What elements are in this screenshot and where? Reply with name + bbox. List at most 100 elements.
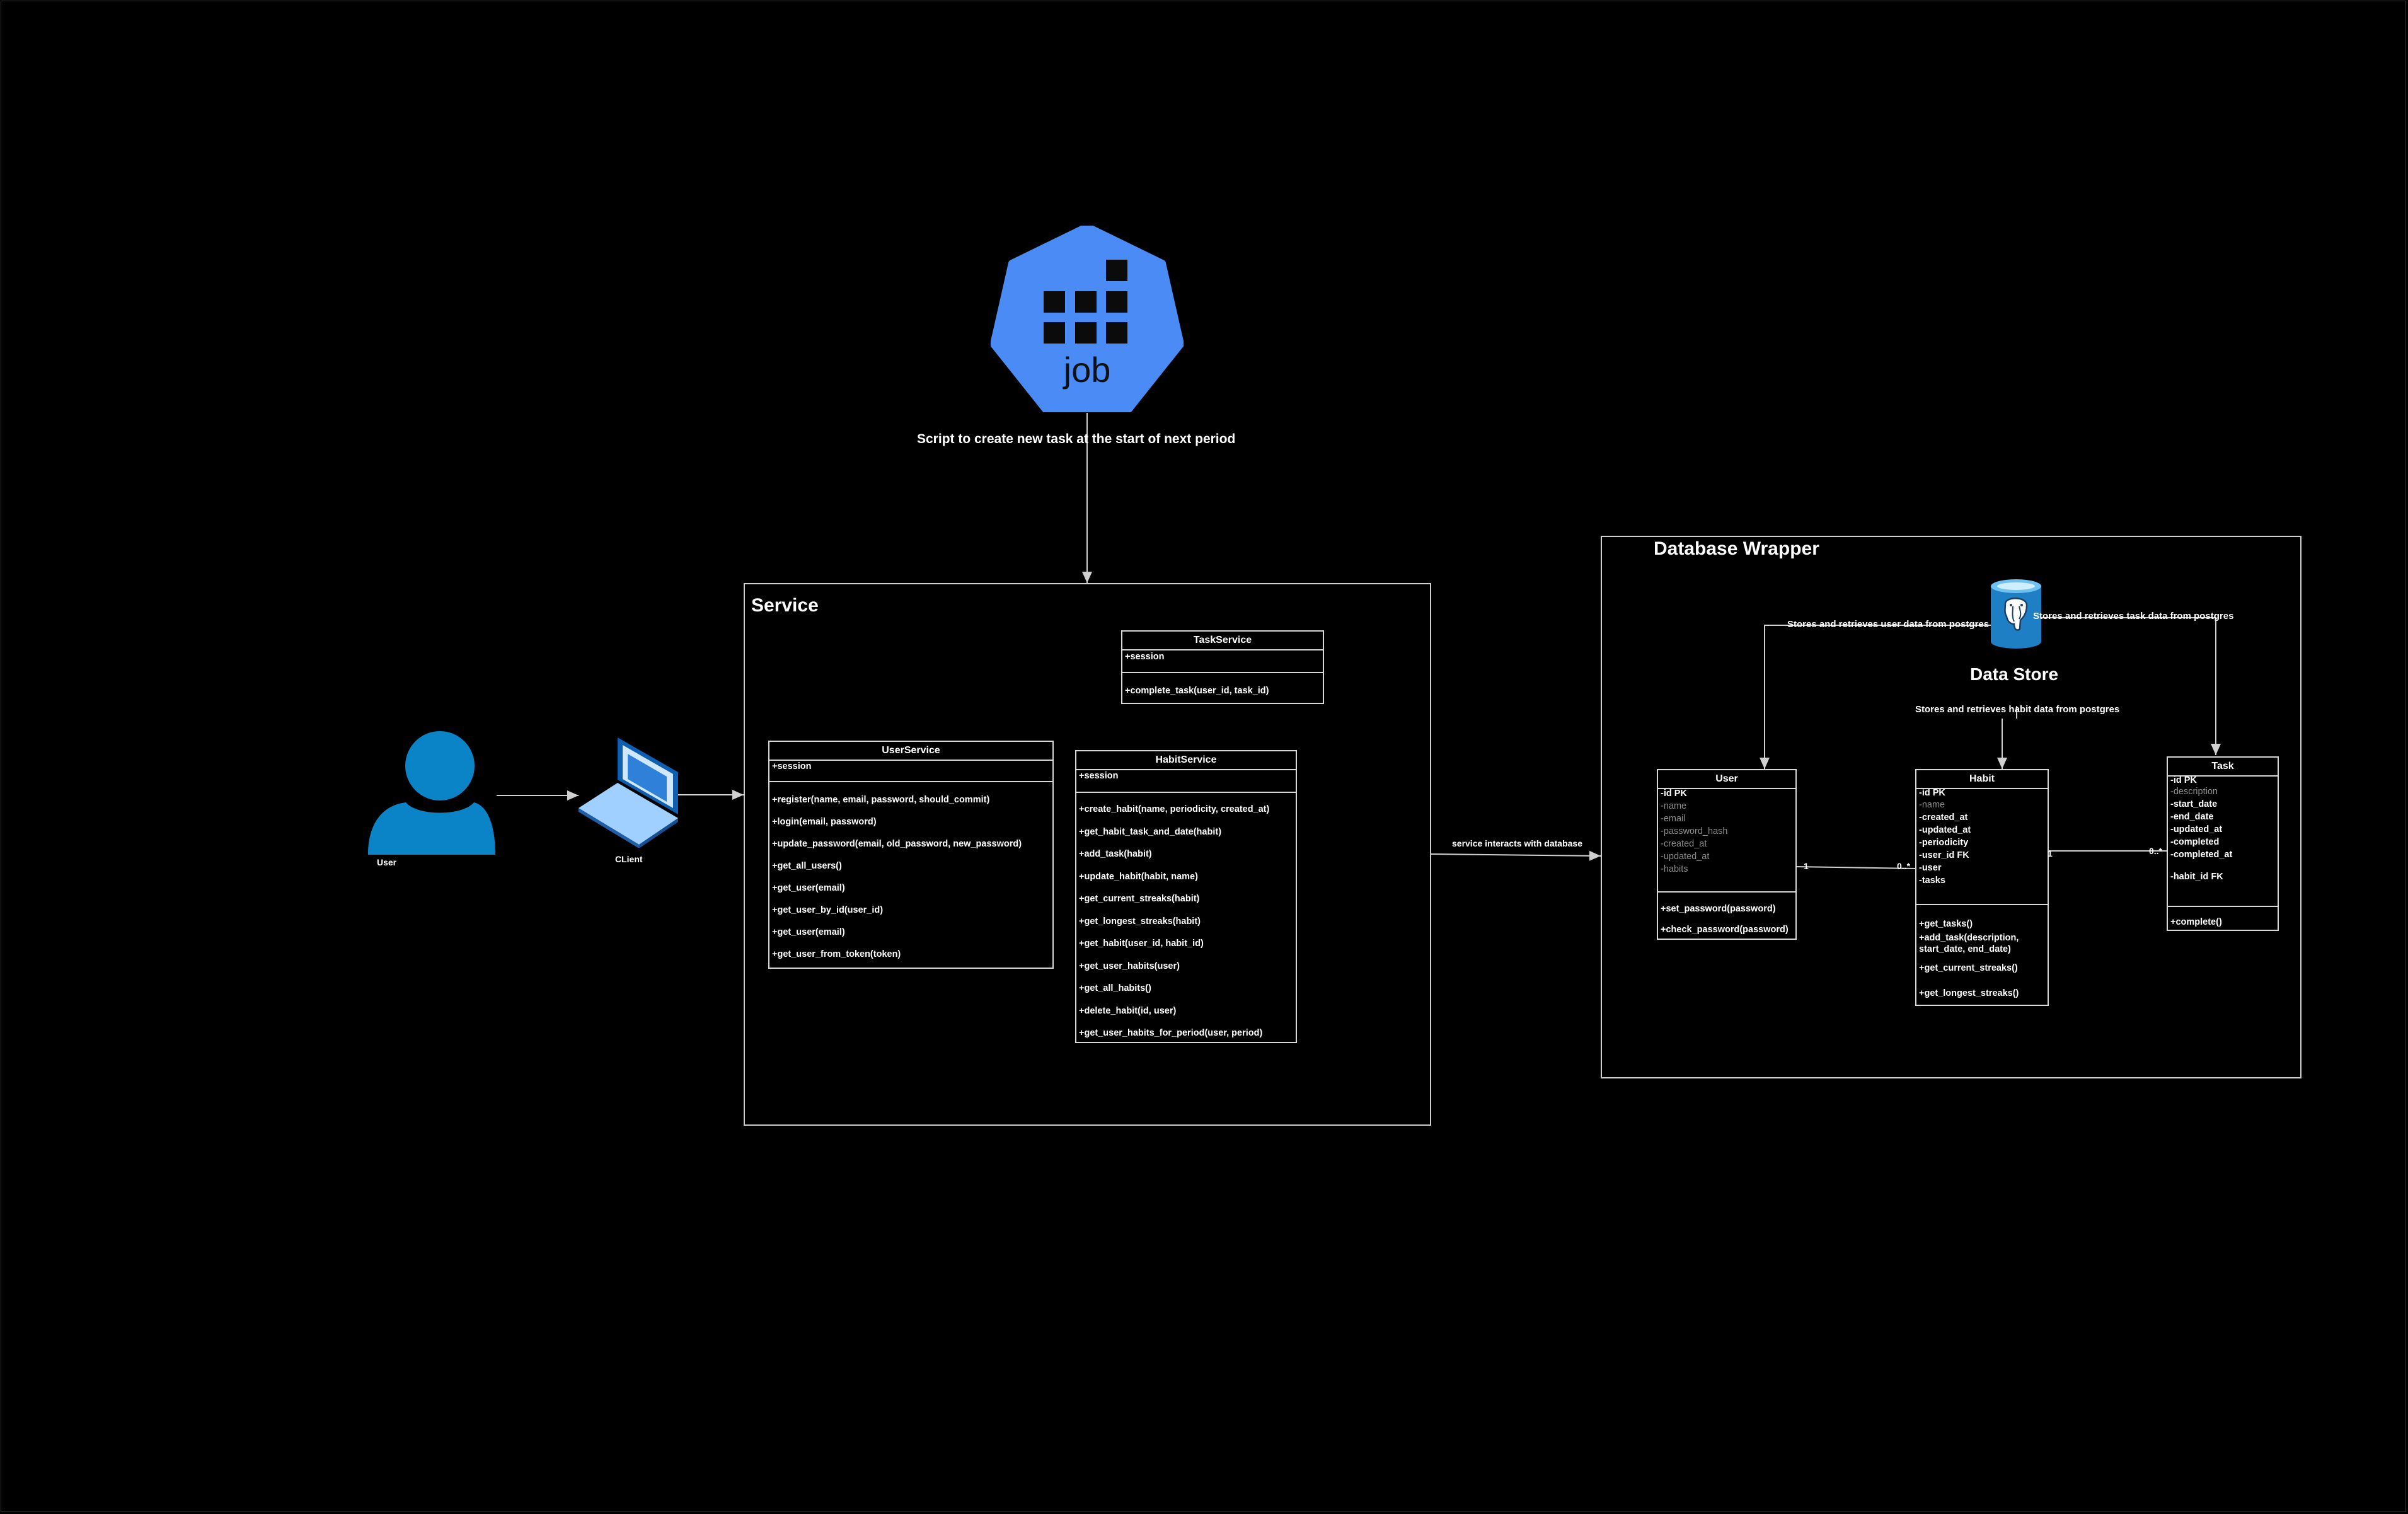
attr-row: -user_id FK (1919, 850, 1969, 860)
attr-row: -name (1919, 800, 1945, 810)
method-row: +get_longest_streaks() (1919, 988, 2019, 998)
data-store-label: Data Store (1970, 664, 2059, 684)
attr-row: -completed_at (2170, 850, 2233, 860)
database-wrapper-title: Database Wrapper (1654, 538, 1819, 559)
attr-row: -end_date (2170, 812, 2214, 822)
task-data-edge-label: Stores and retrieves task data from post… (2033, 611, 2234, 621)
attr-row: -password_hash (1661, 826, 1728, 836)
attr-row: -id PK (1661, 789, 1687, 799)
attr-row: -completed (2170, 837, 2220, 847)
multiplicity-habit-task-right: 0..* (2149, 846, 2163, 856)
laptop-icon (579, 737, 678, 848)
user-service-name: UserService (769, 742, 1052, 761)
task-entity-methods: +complete() (2168, 907, 2278, 930)
multiplicity-habit-task-left: 1 (2048, 848, 2053, 858)
habit-service-methods: +create_habit(name, periodicity, created… (1076, 793, 1296, 1053)
habit-entity-class[interactable]: Habit -id PK -name -created_at -updated_… (1915, 769, 2049, 1006)
attr-row: -habit_id FK (2170, 872, 2223, 882)
method-row: +get_user_from_token(token) (772, 949, 901, 959)
task-entity-class[interactable]: Task -id PK -description -start_date -en… (2167, 756, 2279, 931)
method-row: +update_password(email, old_password, ne… (772, 839, 1022, 849)
task-data-arrow (2034, 617, 2221, 755)
attr-row: -id PK (2170, 777, 2197, 785)
service-db-edge-label: service interacts with database (1452, 838, 1582, 848)
method-row: +get_habit_task_and_date(habit) (1079, 826, 1222, 837)
user-data-arrow (1760, 625, 1996, 769)
method-row: +update_habit(habit, name) (1079, 871, 1198, 882)
method-row: +get_user_habits_for_period(user, period… (1079, 1028, 1263, 1038)
method-row: +set_password(password) (1661, 904, 1776, 914)
attr-row: +session (1079, 771, 1119, 781)
attr-row: -created_at (1661, 839, 1707, 849)
user-actor-icon (368, 731, 495, 855)
method-row: +add_task(description, (1919, 933, 2019, 943)
service-title: Service (751, 595, 819, 616)
method-row: start_date, end_date) (1919, 944, 2011, 954)
job-icon: job (990, 223, 1184, 413)
job-grid-icon (1044, 260, 1127, 344)
user-entity-methods: +set_password(password) +check_password(… (1658, 893, 1795, 946)
task-service-name: TaskService (1122, 632, 1323, 650)
attr-row: -email (1661, 814, 1686, 824)
method-row: +check_password(password) (1661, 925, 1789, 935)
task-entity-attrs: -id PK -description -start_date -end_dat… (2168, 777, 2278, 907)
user-service-class[interactable]: UserService +session +register(name, ema… (768, 741, 1054, 969)
attr-row: -id PK (1919, 789, 1945, 798)
service-to-db-arrow (1431, 850, 1601, 861)
attr-row: -description (2170, 787, 2218, 797)
method-row: +get_tasks() (1919, 919, 1973, 929)
user-service-attrs: +session (769, 761, 1052, 782)
habit-service-attrs: +session (1076, 770, 1296, 793)
task-entity-name: Task (2168, 758, 2278, 777)
method-row: +get_all_habits() (1079, 983, 1151, 993)
habit-service-class[interactable]: HabitService +session +create_habit(name… (1075, 750, 1297, 1043)
method-row: +complete_task(user_id, task_id) (1125, 686, 1269, 696)
postgres-database-icon (1990, 579, 2042, 649)
habit-entity-methods: +get_tasks() +add_task(description, star… (1916, 905, 2048, 1006)
multiplicity-user-habit-right: 0..* (1897, 861, 1911, 871)
user-data-edge-label: Stores and retrieves user data from post… (1787, 619, 1990, 630)
method-row: +get_longest_streaks(habit) (1079, 916, 1201, 927)
user-entity-attrs: -id PK -name -email -password_hash -crea… (1658, 789, 1795, 893)
method-row: +get_user(email) (772, 883, 845, 893)
habit-entity-name: Habit (1916, 770, 2048, 789)
attr-row: -name (1661, 801, 1687, 811)
user-label: User (377, 857, 397, 867)
method-row: +get_habit(user_id, habit_id) (1079, 939, 1204, 949)
multiplicity-user-habit-left: 1 (1804, 861, 1809, 871)
attr-row: -periodicity (1919, 838, 1969, 848)
method-row: +add_task(habit) (1079, 849, 1152, 859)
method-row: +login(email, password) (772, 817, 877, 827)
attr-row: -habits (1661, 864, 1688, 874)
method-row: +register(name, email, password, should_… (772, 795, 990, 805)
method-row: +get_current_streaks() (1919, 963, 2018, 973)
task-service-class[interactable]: TaskService +session +complete_task(user… (1121, 630, 1324, 704)
habit-data-edge-label: Stores and retrieves habit data from pos… (1915, 704, 2120, 715)
attr-row: -start_date (2170, 799, 2218, 809)
user-entity-class[interactable]: User -id PK -name -email -password_hash … (1657, 769, 1797, 940)
method-row: +get_user(email) (772, 927, 845, 937)
database-wrapper-container (1601, 536, 2301, 1078)
attr-row: -created_at (1919, 812, 1968, 823)
attr-row: -updated_at (1919, 825, 1971, 835)
task-service-methods: +complete_task(user_id, task_id) (1122, 673, 1323, 698)
method-row: +get_user_habits(user) (1079, 961, 1180, 971)
client-label: CLient (615, 854, 643, 864)
attr-row: -user (1919, 863, 1942, 873)
method-row: +get_current_streaks(habit) (1079, 894, 1200, 904)
job-caption: Script to create new task at the start o… (917, 432, 1236, 446)
attr-row: +session (1125, 652, 1165, 662)
method-row: +create_habit(name, periodicity, created… (1079, 804, 1270, 814)
habit-service-name: HabitService (1076, 751, 1296, 770)
job-icon-text: job (1063, 350, 1111, 390)
attr-row: +session (772, 761, 812, 771)
method-row: +complete() (2170, 917, 2222, 927)
method-row: +get_user_by_id(user_id) (772, 905, 884, 915)
method-row: +delete_habit(id, user) (1079, 1005, 1177, 1016)
habit-entity-attrs: -id PK -name -created_at -updated_at -pe… (1916, 789, 2048, 905)
method-row: +get_all_users() (772, 861, 842, 871)
user-service-methods: +register(name, email, password, should_… (769, 782, 1052, 974)
service-container (744, 583, 1431, 1126)
